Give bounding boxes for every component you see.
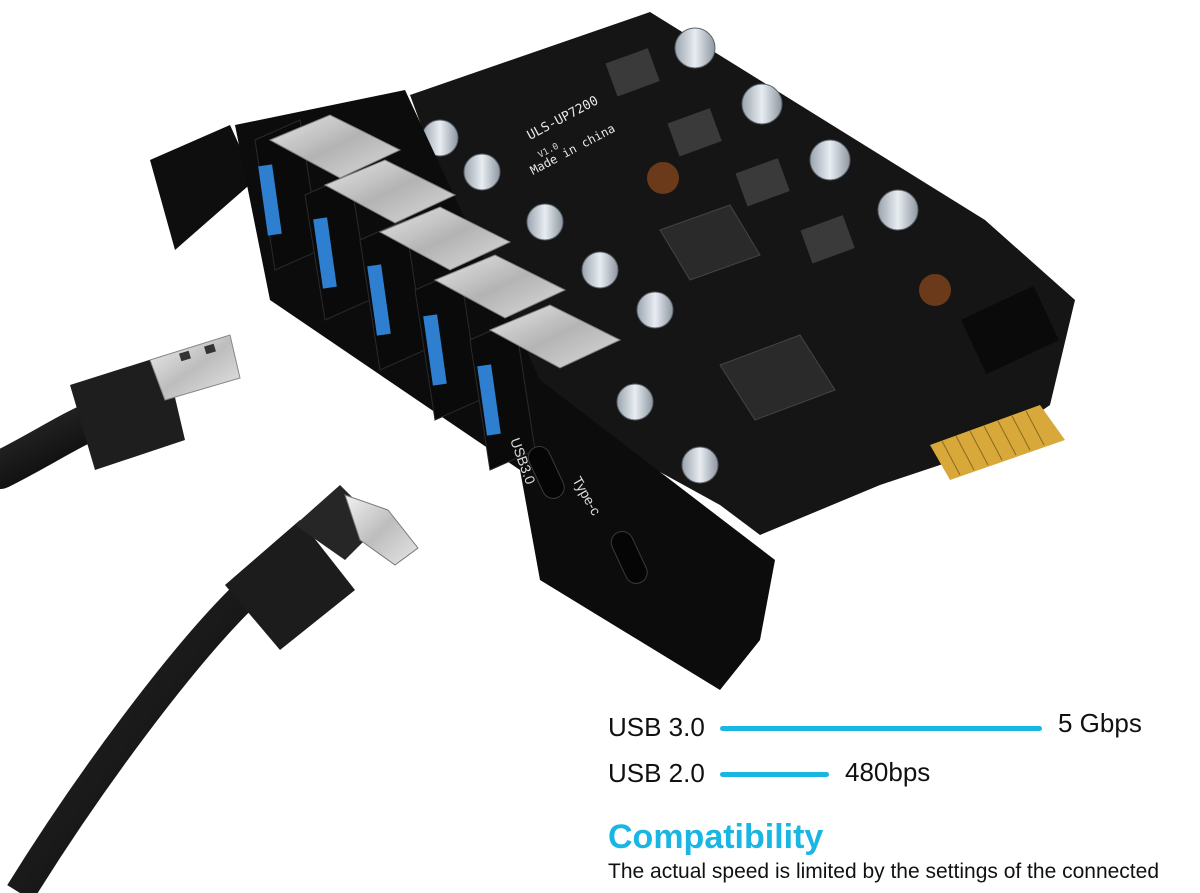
compatibility-title: Compatibility	[608, 818, 824, 856]
usb-a-connector-icon	[70, 355, 185, 470]
spec-label: USB 2.0	[608, 758, 705, 788]
usb-c-cable	[7, 485, 419, 893]
spec-value: 480bps	[845, 757, 931, 787]
spec-label: USB 3.0	[608, 712, 705, 742]
pcie-card: ULS-UP7200 V1.0 Made in china	[410, 12, 1075, 535]
spec-value: 5 Gbps	[1058, 708, 1142, 738]
usb-c-connector-icon	[225, 520, 355, 650]
speed-bar	[720, 772, 829, 777]
usb-a-cable	[0, 334, 241, 489]
pcie-bracket: USB3.0 Type-c	[150, 90, 775, 690]
compatibility-text: The actual speed is limited by the setti…	[608, 860, 1159, 883]
speed-bar	[720, 726, 1042, 731]
